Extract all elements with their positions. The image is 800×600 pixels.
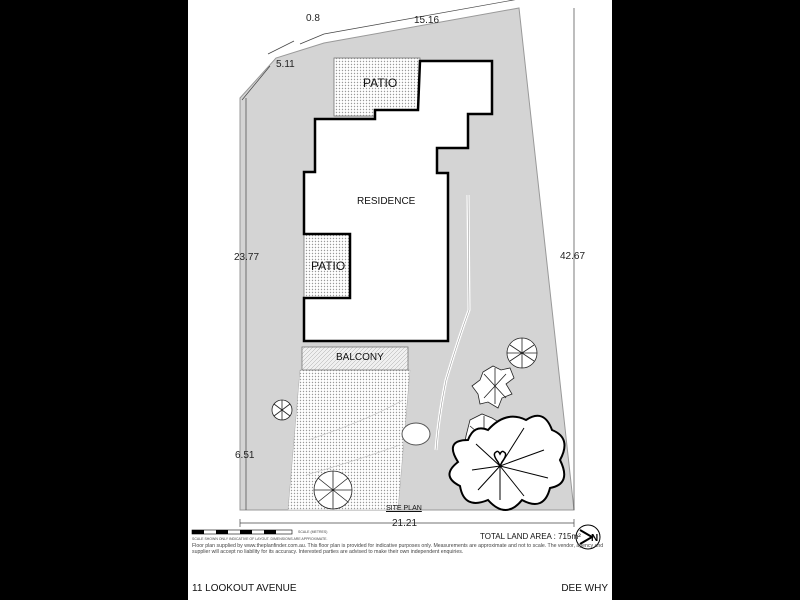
north-arrow-icon: N [575,524,601,550]
scale-bar [191,529,293,535]
balcony [301,346,409,371]
shrub-1 [471,365,515,409]
site-plan-drawing: N [191,0,601,550]
dimension-lines [239,0,575,527]
site-plan-label: SITE PLAN [386,505,422,512]
room-label-residence: RESIDENCE [357,196,416,207]
footer-suburb: DEE WHY [561,583,608,594]
heart-feature [493,450,507,468]
site-plan-sheet: N 0.8 15.16 5.11 23.77 42.67 6.51 21.21 … [188,0,612,600]
room-label-patio-top: PATIO [363,76,398,90]
dimension-left: 23.77 [234,252,260,263]
total-land-area: TOTAL LAND AREA : 715m² [480,532,581,541]
room-label-balcony: BALCONY [336,352,384,363]
dimension-bottom: 21.21 [392,518,418,529]
room-label-patio-left: PATIO [311,259,346,273]
stepping-stone [401,422,431,446]
patio-top [333,57,421,117]
residence-outline [302,59,494,343]
tree-2 [271,399,293,421]
north-arrow-letter: N [591,533,598,544]
footer-address: 11 LOOKOUT AVENUE [192,583,297,594]
tree-3 [313,470,353,510]
scale-note: SCALE SHOWN ONLY INDICATIVE OF LAYOUT. D… [192,537,328,541]
garden-bed [448,414,566,511]
dimension-top-left: 5.11 [276,59,295,70]
disclaimer-text: Floor plan supplied by www.theplanfinder… [192,543,604,556]
dimension-left-lower: 6.51 [235,450,255,461]
tree-1 [506,337,538,369]
garden-bed-hatch [471,427,549,500]
dimension-top-short: 0.8 [306,13,320,24]
dimension-top: 15.16 [414,15,440,26]
dimension-right: 42.67 [560,251,586,262]
scale-label: SCALE (METRES) [298,530,328,534]
